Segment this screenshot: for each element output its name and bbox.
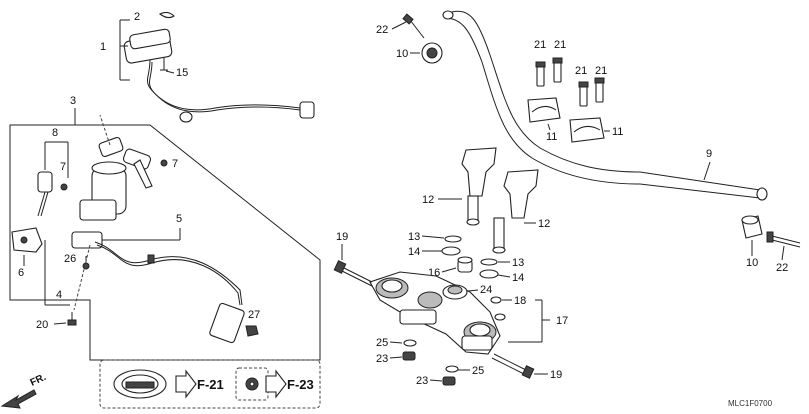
label-3: 3 [70, 95, 76, 107]
label-7: 7 [172, 158, 178, 170]
label-21-c: 21 [575, 65, 587, 77]
riser-12-right [492, 169, 539, 254]
label-14-a: 14 [408, 246, 420, 258]
label-26: 26 [64, 253, 76, 265]
clamp-6 [11, 227, 43, 253]
screw-7 [160, 159, 168, 167]
label-19-b: 19 [550, 369, 562, 381]
riser-12-left [461, 147, 497, 226]
label-19-a: 19 [336, 231, 348, 243]
label-14-b: 14 [512, 272, 524, 284]
label-23-a: 23 [376, 353, 388, 365]
bolts-21 [535, 57, 605, 107]
ref-f21: F-21 [197, 377, 224, 392]
label-1: 1 [100, 41, 106, 53]
direction-arrow-icon [0, 389, 37, 409]
label-6: 6 [18, 267, 24, 279]
label-18: 18 [514, 295, 526, 307]
ref-f23: F-23 [287, 377, 314, 392]
ref-arrow-f23 [265, 369, 287, 399]
label-21-d: 21 [595, 65, 607, 77]
label-23-b: 23 [416, 375, 428, 387]
label-27: 27 [248, 309, 260, 321]
ref-inset-f23 [235, 367, 269, 401]
bar-end-10-right [741, 215, 801, 248]
washer-18 [490, 296, 506, 321]
direction-label: FR. [29, 372, 48, 389]
label-4: 4 [56, 289, 62, 301]
label-13-a: 13 [408, 231, 420, 243]
label-24: 24 [480, 284, 492, 296]
label-17: 17 [556, 315, 568, 327]
grommet-drawing [245, 377, 259, 391]
ref-box-f21 [99, 359, 321, 409]
label-13-b: 13 [512, 257, 524, 269]
label-11-b: 11 [612, 126, 623, 138]
label-25-b: 25 [472, 365, 484, 377]
label-21-a: 21 [534, 39, 546, 51]
label-22-right: 22 [776, 262, 788, 274]
wire-harness-5 [94, 241, 245, 344]
label-21-b: 21 [554, 39, 566, 51]
label-1-leader [119, 19, 130, 81]
label-7-left: 7 [60, 161, 66, 173]
label-10-top: 10 [396, 48, 408, 60]
clip-27 [245, 325, 259, 337]
switch-connector-group [123, 11, 315, 123]
label-10-right: 10 [746, 257, 758, 269]
label-5-leader [102, 228, 181, 241]
ref-arrow-f21 [175, 369, 197, 399]
key-set-group [37, 141, 69, 217]
nuts-23-25 [402, 339, 459, 386]
bar-end-10-left [402, 13, 443, 64]
ignition-switch-4 [71, 136, 153, 249]
label-15: 15 [176, 67, 188, 79]
nut-24 [442, 284, 468, 300]
screw-26 [82, 256, 90, 270]
label-25-a: 25 [376, 337, 388, 349]
label-17-leader [508, 299, 550, 343]
label-12-a: 12 [422, 194, 434, 206]
label-5: 5 [176, 213, 182, 225]
fuel-cap-drawing [113, 369, 167, 399]
bolt-19-left [333, 260, 373, 287]
diagram-code: MLC1F0700 [728, 399, 773, 408]
washers-13-14 [441, 235, 499, 279]
label-11-a: 11 [546, 131, 557, 143]
screw-20 [67, 312, 77, 326]
handlebar-9 [442, 10, 768, 201]
label-20: 20 [36, 319, 48, 331]
label-9: 9 [706, 148, 712, 160]
bolt-19-right [491, 353, 535, 379]
label-2: 2 [134, 11, 140, 23]
upper-holders-11 [527, 97, 605, 143]
label-8: 8 [52, 127, 58, 139]
label-22-top: 22 [376, 24, 388, 36]
label-12-b: 12 [538, 218, 550, 230]
